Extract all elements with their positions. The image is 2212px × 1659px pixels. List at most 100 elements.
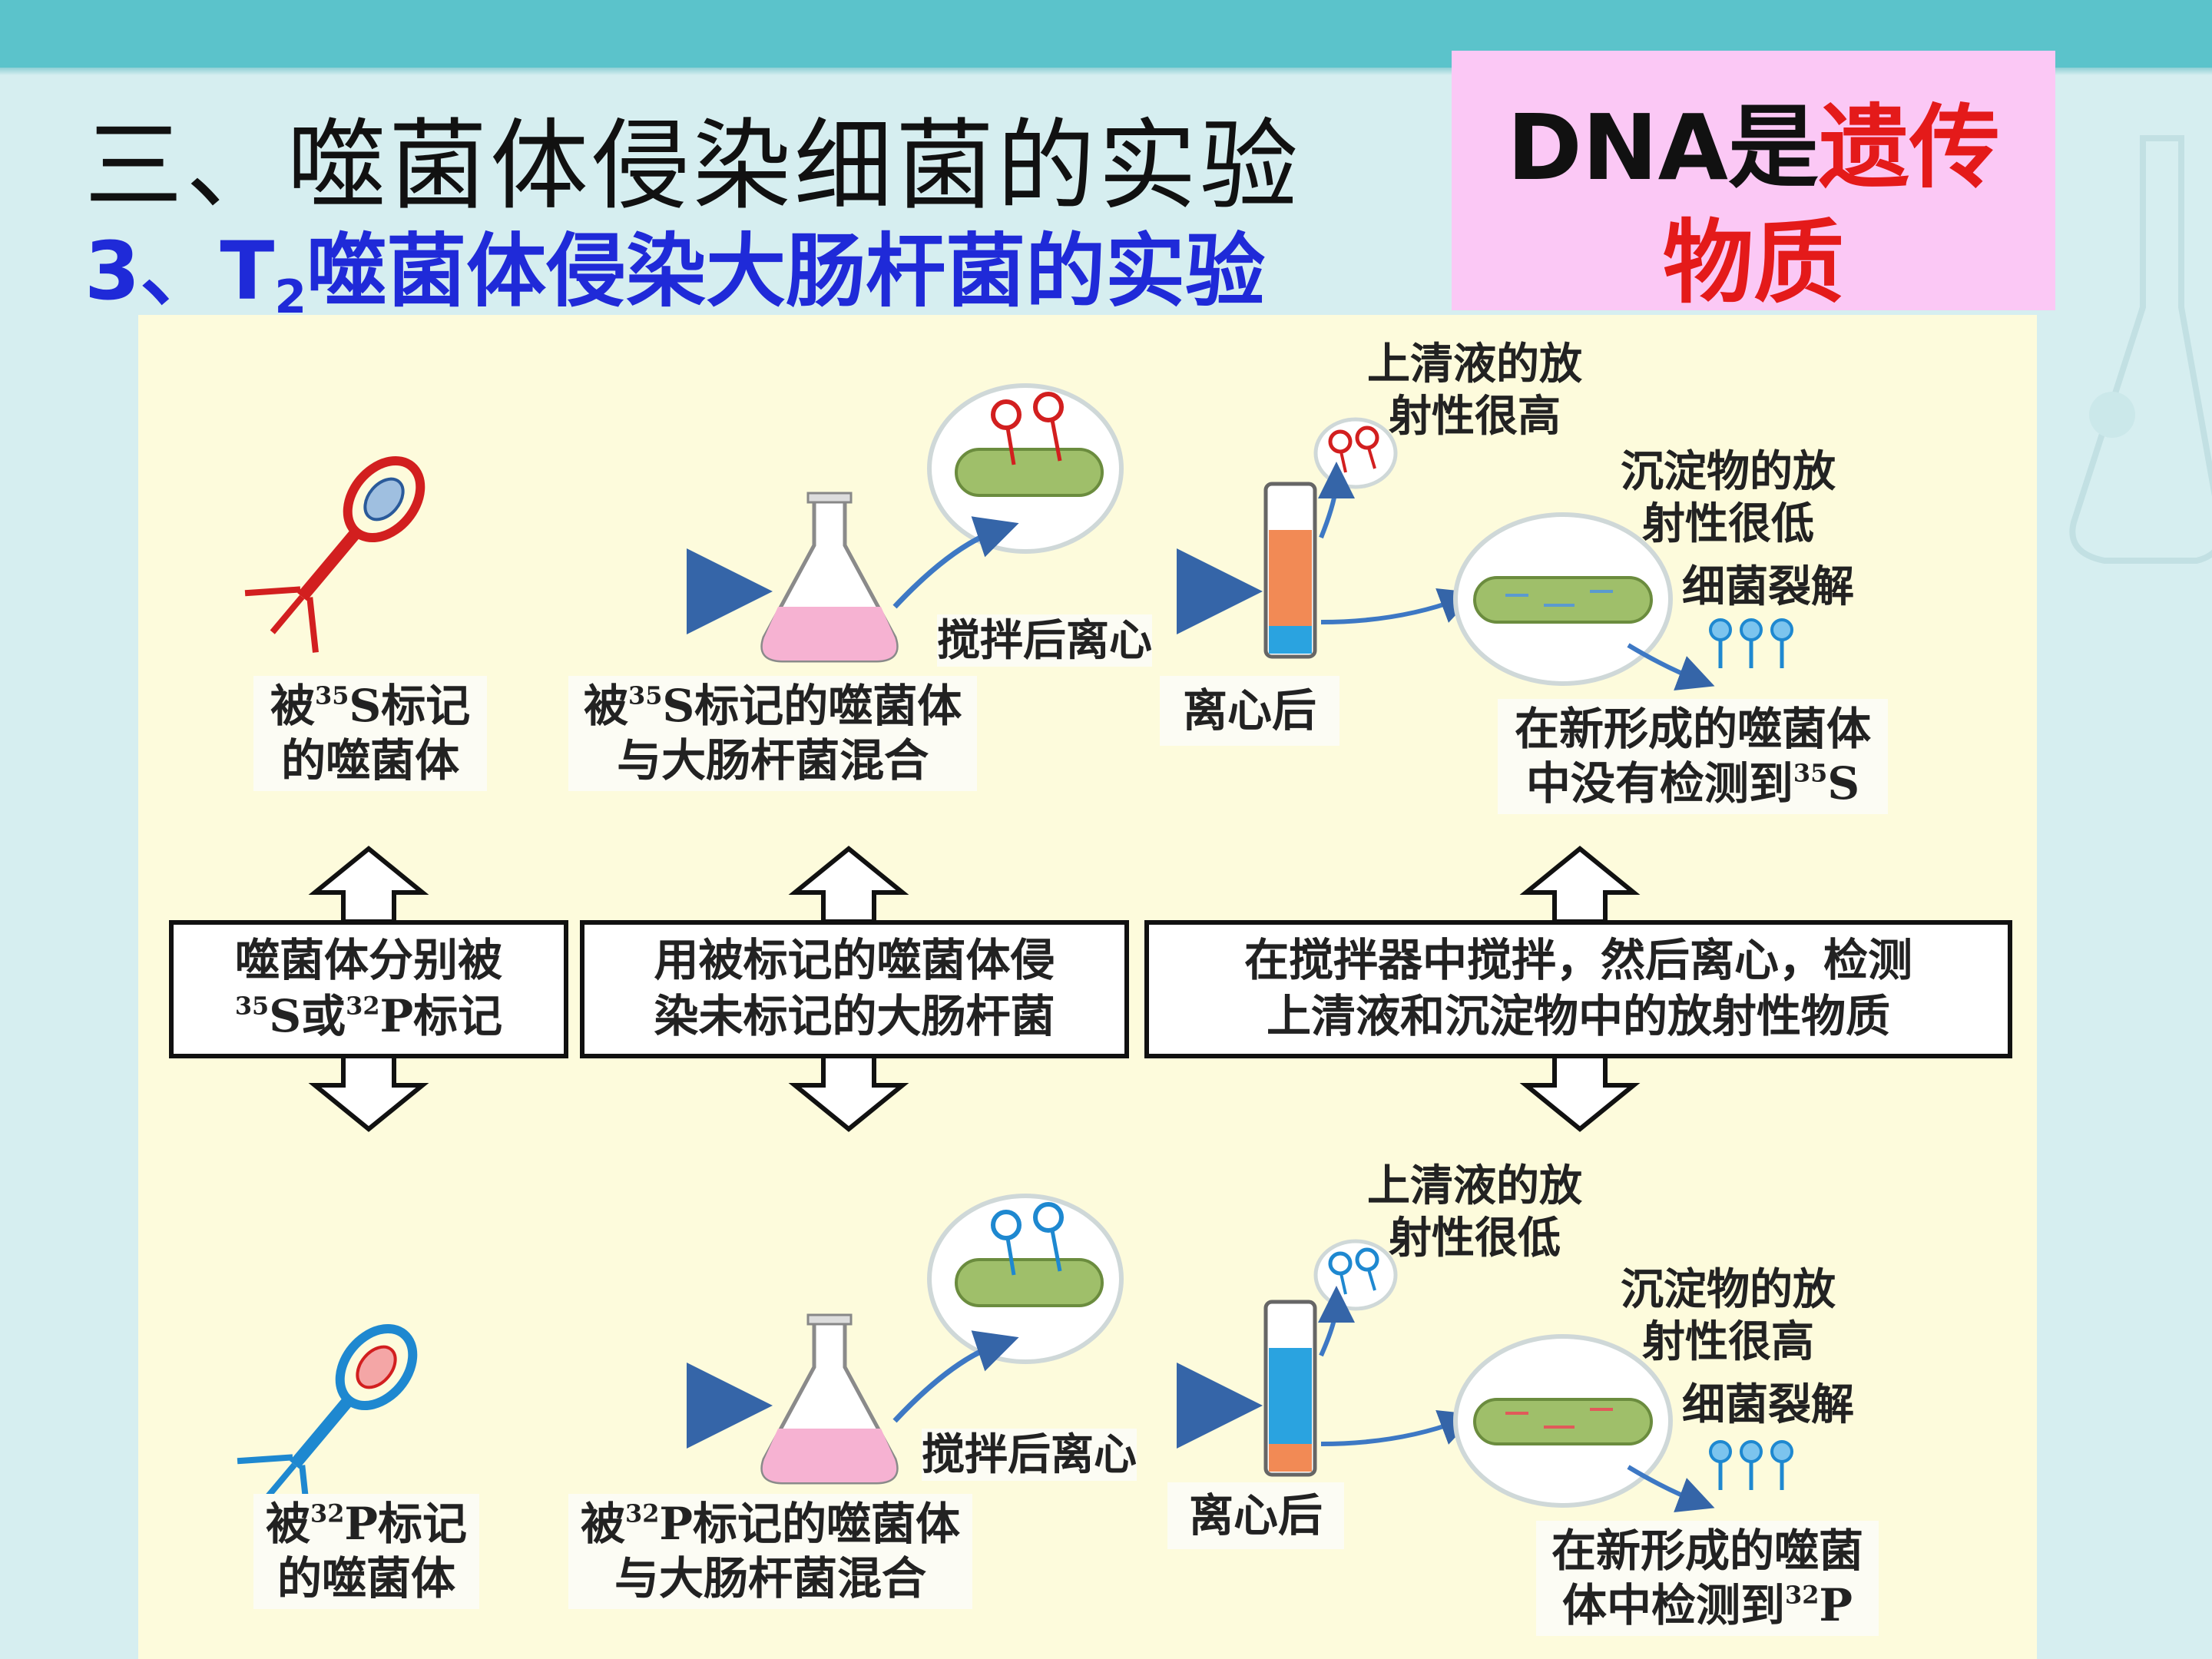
step-2-line-1: 用被标记的噬菌体侵 xyxy=(654,934,1055,986)
top-bar-shadow xyxy=(0,68,2212,75)
bottom-supernatant-label: 上清液的放 射性很低 xyxy=(1367,1160,1582,1265)
bottom-phage-label-line-2: 的噬菌体 xyxy=(277,1551,456,1604)
bottom-test-tube-icon xyxy=(1263,1300,1317,1477)
bottom-phage-label-a: 被 xyxy=(266,1498,311,1550)
step-2-box: 用被标记的噬菌体侵 染未标记的大肠杆菌 xyxy=(580,920,1129,1058)
bottom-infection-bubble xyxy=(927,1194,1124,1364)
bottom-centrifuge-label: 离心后 xyxy=(1167,1482,1345,1549)
top-result-line-1: 在新形成的噬菌体 xyxy=(1515,703,1872,755)
top-sediment-line-1: 沉淀物的放 xyxy=(1621,446,1836,497)
subtitle-prefix: 3、T xyxy=(84,224,275,318)
top-sediment-pointer xyxy=(1320,588,1477,624)
bottom-result-a: 体中检测到 xyxy=(1561,1578,1785,1631)
step-1-sup-1: 35 xyxy=(234,991,270,1021)
top-sediment-label: 沉淀物的放 射性很低 xyxy=(1621,445,1836,551)
step-3-line-2: 上清液和沉淀物中的放射性物质 xyxy=(1266,989,1890,1042)
bottom-mix-label-b: P标记的噬菌体 xyxy=(659,1498,961,1550)
top-result-label: 在新形成的噬菌体 中没有检测到35S xyxy=(1498,699,1889,814)
bottom-mix-label-a: 被 xyxy=(581,1498,626,1550)
top-infection-bubble xyxy=(927,383,1124,554)
page-title: 三、噬菌体侵染细菌的实验 xyxy=(84,109,1302,224)
top-result-b: S xyxy=(1827,757,1860,810)
bottom-phage-label-b: P标记 xyxy=(344,1498,468,1550)
top-mix-label-b: S标记的噬菌体 xyxy=(662,680,962,732)
bottom-sediment-line-1: 沉淀物的放 xyxy=(1621,1264,1836,1315)
bottom-result-line-2: 体中检测到32P xyxy=(1551,1578,1863,1633)
top-supernatant-pointer xyxy=(1317,462,1355,539)
bottom-result-b: P xyxy=(1819,1578,1853,1631)
bottom-stir-label: 搅拌后离心 xyxy=(922,1429,1137,1482)
top-stir-label: 搅拌后离心 xyxy=(937,614,1152,667)
conclusion-box: DNA是遗传 物质 xyxy=(1452,51,2055,316)
top-mix-label-sup: 35 xyxy=(628,680,663,710)
top-bacterium-bubble xyxy=(1453,512,1673,686)
decorative-glassware-icon xyxy=(2069,135,2212,564)
bottom-flask-icon xyxy=(760,1313,899,1485)
step-3-line-1: 在搅拌器中搅拌，然后离心，检测 xyxy=(1243,934,1912,986)
conclusion-red-1: 遗传 xyxy=(1819,94,2001,200)
top-bubble-pointer xyxy=(892,516,1019,609)
top-phage-icon xyxy=(244,455,426,653)
top-centrifuge-label: 离心后 xyxy=(1160,676,1340,746)
bottom-phage-label-line-1: 被32P标记 xyxy=(266,1497,467,1551)
top-supernatant-line-2: 射性很高 xyxy=(1389,391,1561,442)
bottom-mix-label-sup: 32 xyxy=(625,1498,660,1528)
page-subtitle: 3、T2噬菌体侵染大肠杆菌的实验 xyxy=(84,206,1265,324)
top-sediment-line-2: 射性很低 xyxy=(1642,498,1814,550)
top-new-phages xyxy=(1709,618,1793,668)
bottom-sediment-pointer xyxy=(1320,1409,1477,1446)
step-3-box: 在搅拌器中搅拌，然后离心，检测 上清液和沉淀物中的放射性物质 xyxy=(1144,920,2012,1058)
bottom-new-phages xyxy=(1709,1440,1793,1490)
bottom-mix-label: 被32P标记的噬菌体 与大肠杆菌混合 xyxy=(568,1494,973,1609)
top-supernatant-line-1: 上清液的放 xyxy=(1367,339,1582,389)
step-1-line-2: 35S或32P标记 xyxy=(174,988,564,1045)
top-lysis-label: 细菌裂解 xyxy=(1682,561,1854,612)
step-1-box: 噬菌体分别被 35S或32P标记 xyxy=(169,920,568,1058)
top-phage-label-line-1: 被35S标记 xyxy=(270,679,470,733)
conclusion-line-1: DNA是遗传 xyxy=(1452,74,2055,205)
bottom-sediment-line-2: 射性很高 xyxy=(1642,1316,1814,1368)
step-1-part-b: P标记 xyxy=(379,989,503,1042)
top-test-tube-icon xyxy=(1263,482,1317,659)
bottom-lysis-pointer xyxy=(1627,1465,1715,1513)
bottom-lysis-label: 细菌裂解 xyxy=(1682,1379,1854,1430)
top-bubble-phage-2 xyxy=(1033,392,1064,462)
diagram-graphics xyxy=(237,383,1793,1521)
bottom-bacterium-bubble xyxy=(1453,1334,1673,1508)
step-1-sup-2: 32 xyxy=(346,991,380,1021)
top-phage-label-sup: 35 xyxy=(315,680,349,710)
top-mix-label: 被35S标记的噬菌体 与大肠杆菌混合 xyxy=(568,676,978,791)
bottom-supernatant-line-2: 射性很低 xyxy=(1389,1213,1561,1264)
top-supernatant-label: 上清液的放 射性很高 xyxy=(1367,338,1582,443)
top-result-a: 中没有检测到 xyxy=(1525,757,1793,810)
bottom-bubble-phage-1 xyxy=(991,1210,1022,1276)
top-bubble-phage-1 xyxy=(991,399,1022,465)
bottom-supernatant-pointer xyxy=(1317,1286,1355,1357)
step-1-line-1: 噬菌体分别被 xyxy=(234,934,502,986)
bottom-result-sup: 32 xyxy=(1785,1580,1820,1610)
experiment-diagram: 上清液的放 射性很高 沉淀物的放 射性很低 细菌裂解 搅拌后离心 被35S标记 … xyxy=(138,315,2037,1659)
top-mix-label-line-2: 与大肠杆菌混合 xyxy=(617,733,929,786)
conclusion-line-2: 物质 xyxy=(1662,210,1844,316)
top-phage-label-line-2: 的噬菌体 xyxy=(281,733,460,786)
conclusion-black: DNA是 xyxy=(1506,94,1819,200)
bottom-mix-label-line-1: 被32P标记的噬菌体 xyxy=(581,1497,960,1551)
step-2-line-2: 染未标记的大肠杆菌 xyxy=(654,989,1055,1042)
top-result-line-2: 中没有检测到35S xyxy=(1515,757,1871,811)
bottom-phage-label-sup: 32 xyxy=(310,1498,345,1528)
top-mix-label-a: 被 xyxy=(584,680,629,732)
bottom-mix-label-line-2: 与大肠杆菌混合 xyxy=(614,1551,927,1604)
top-lysis-pointer xyxy=(1627,643,1715,691)
top-phage-label-a: 被 xyxy=(270,680,316,732)
top-phage-label: 被35S标记 的噬菌体 xyxy=(253,676,488,791)
bottom-result-label: 在新形成的噬菌 体中检测到32P xyxy=(1536,1521,1879,1636)
subtitle-rest: 噬菌体侵染大肠杆菌的实验 xyxy=(306,224,1266,318)
top-result-sup: 35 xyxy=(1793,758,1828,788)
bottom-sediment-label: 沉淀物的放 射性很高 xyxy=(1621,1263,1836,1369)
top-flask-icon xyxy=(760,492,899,663)
bottom-bubble-phage-2 xyxy=(1033,1202,1064,1272)
bottom-supernatant-line-1: 上清液的放 xyxy=(1367,1161,1582,1211)
bottom-bubble-pointer xyxy=(892,1330,1019,1423)
bottom-phage-label: 被32P标记 的噬菌体 xyxy=(253,1494,480,1609)
top-mix-label-line-1: 被35S标记的噬菌体 xyxy=(584,679,962,733)
